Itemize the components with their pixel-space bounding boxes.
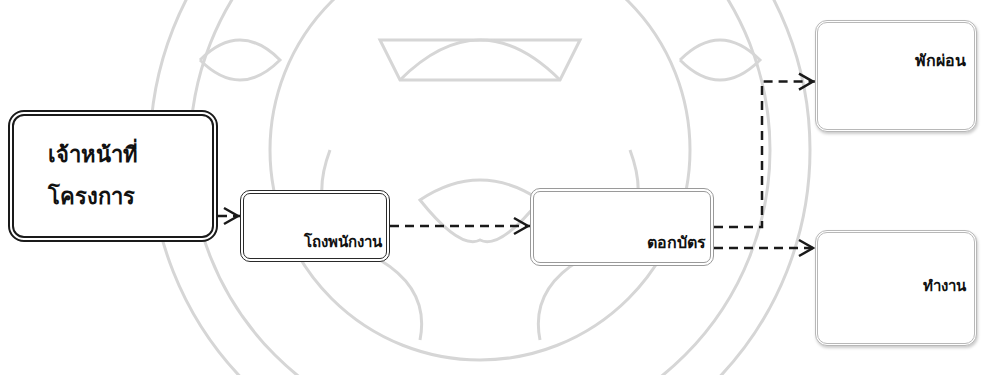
node-label: ทำงาน [923,277,966,297]
node-label: เจ้าหน้าที่ โครงการ [48,134,198,218]
dashed-arrow [714,240,815,256]
process-box: พักผ่อน [815,20,977,132]
process-box: ตอกบัตร [530,188,714,266]
node-label: โถงพนักงาน [304,233,382,253]
dashed-arrow [390,218,530,234]
process-box: ทำงาน [815,230,977,346]
dashed-arrow [714,74,815,227]
dashed-arrow [218,208,240,224]
node-label: พักผ่อน [915,51,966,72]
process-box: เจ้าหน้าที่ โครงการ [8,110,218,242]
node-label: ตอกบัตร [647,233,706,254]
process-box: โถงพนักงาน [240,190,390,262]
